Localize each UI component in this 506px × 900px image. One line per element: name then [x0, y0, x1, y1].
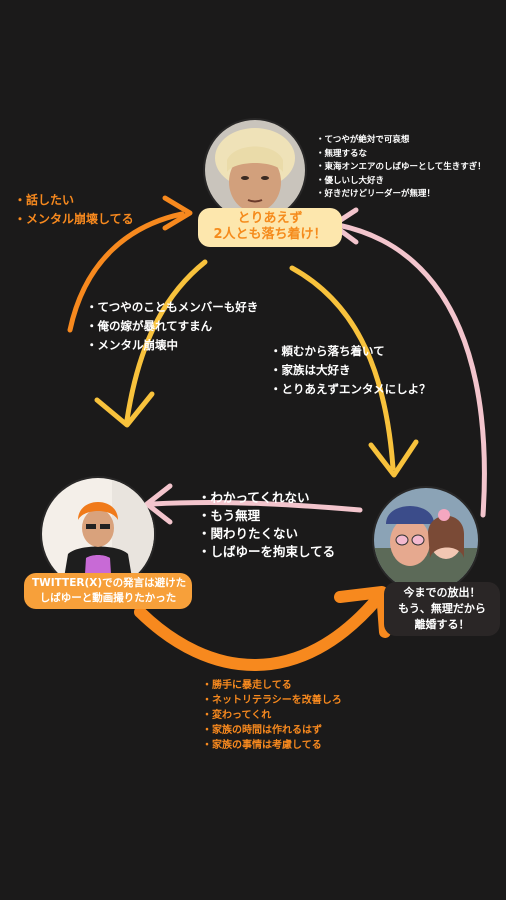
middle-bullet-4: しばゆーを拘束してる — [198, 543, 336, 561]
bottom-bullet-1: 勝手に暴走してる — [202, 678, 342, 693]
arrow-top-to-left-head — [94, 391, 155, 428]
right-couple-label: 今までの放出！ もう、無理だから 離婚する！ — [384, 582, 500, 636]
top-person-bullets: てつやが絶対で可哀想 無理するな 東海オンエアのしばゆーとして生きすぎ！ 優しい… — [316, 134, 486, 202]
left-label-line-2: しばゆーと動画撮りたかった — [39, 592, 177, 604]
arrow-top-to-right-head — [368, 439, 419, 478]
middle-bullet-3: 関わりたくない — [198, 525, 335, 543]
middle-bullet-2: もう無理 — [198, 507, 335, 525]
middle-bullet-1: わかってくれない — [198, 489, 335, 507]
left-label-line-1: TWITTER(X)での発言は避けた — [32, 577, 187, 589]
bottom-bullet-2: ネットリテラシーを改善しろ — [202, 693, 342, 708]
upper-left-bullet-2: メンタル崩壊してる — [14, 210, 134, 229]
right-label-line-3: 離婚する！ — [414, 618, 470, 631]
middle-bullets: わかってくれない もう無理 関わりたくない しばゆーを拘束してる — [198, 489, 336, 561]
center-right-bullet-3: とりあえずエンタメにしよ？ — [270, 380, 431, 399]
right-couple-avatar — [374, 488, 478, 592]
center-left-bullet-2: 俺の嫁が暴れてすまん — [86, 317, 258, 336]
upper-left-bullet-1: 話したい — [14, 191, 134, 210]
bottom-bullet-3: 変わってくれ — [202, 708, 342, 723]
left-person-avatar — [42, 478, 154, 590]
center-left-bullets: てつやのこともメンバーも好き 俺の嫁が暴れてすまん メンタル崩壊中 — [86, 298, 259, 355]
arrow-left-to-top — [67, 211, 185, 333]
arrow-right-to-top — [335, 222, 487, 518]
center-right-bullets: 頼むから落ち着いて 家族は大好き とりあえずエンタメにしよ？ — [270, 342, 431, 399]
top-label-line-2: 2人とも落ち着け！ — [213, 227, 327, 243]
top-bullet-5: 好きだけどリーダーが無理！ — [316, 188, 486, 202]
arrow-left-to-right — [134, 592, 384, 671]
top-label-line-1: とりあえず — [237, 211, 303, 226]
top-bullet-1: てつやが絶対で可哀想 — [316, 134, 486, 148]
bottom-bullet-5: 家族の事情は考慮してる — [202, 738, 342, 753]
right-label-line-2: もう、無理だから — [398, 602, 486, 615]
arrow-top-to-right — [289, 265, 396, 471]
right-label-line-1: 今までの放出！ — [403, 586, 481, 599]
center-left-bullet-1: てつやのこともメンバーも好き — [86, 298, 259, 317]
left-person-label: TWITTER(X)での発言は避けた しばゆーと動画撮りたかった — [24, 573, 192, 609]
center-right-bullet-2: 家族は大好き — [270, 361, 431, 380]
top-bullet-4: 優しいし大好き — [316, 175, 486, 189]
arrow-left-to-top-head — [162, 195, 193, 231]
upper-left-bullets: 話したい メンタル崩壊してる — [14, 191, 134, 229]
center-right-bullet-1: 頼むから落ち着いて — [270, 342, 431, 361]
top-bullet-2: 無理するな — [316, 148, 486, 162]
center-left-bullet-3: メンタル崩壊中 — [86, 336, 258, 355]
bottom-bullet-4: 家族の時間は作れるはず — [202, 723, 342, 738]
bottom-bullets: 勝手に暴走してる ネットリテラシーを改善しろ 変わってくれ 家族の時間は作れるは… — [202, 678, 342, 753]
top-person-label: とりあえず 2人とも落ち着け！ — [198, 208, 342, 247]
top-bullet-3: 東海オンエアのしばゆーとして生きすぎ！ — [316, 161, 486, 175]
arrow-right-to-left-head — [144, 483, 173, 525]
top-person-avatar — [205, 120, 305, 220]
